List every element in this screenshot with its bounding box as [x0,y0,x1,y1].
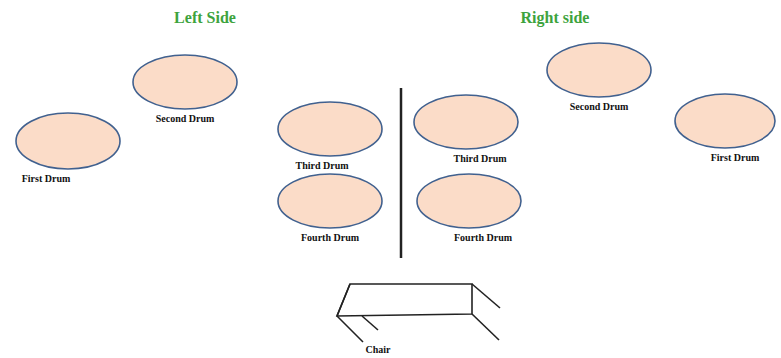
drum-node: Third Drum [278,102,382,172]
drum-circle [14,111,122,171]
side-title: Right side [521,8,590,28]
chair-label: Chair [366,344,391,356]
drum-label: Third Drum [270,160,374,172]
drum-circle [412,93,520,151]
drum-node: Fourth Drum [278,174,382,244]
drum-label: Fourth Drum [431,232,535,244]
drum-label: First Drum [685,152,781,164]
drum-circle [276,100,384,158]
drum-label: Third Drum [428,153,532,165]
drum-label: Second Drum [547,101,651,113]
drum-label: Second Drum [133,113,237,125]
divider-line [400,88,403,258]
chair-drawing [337,284,500,342]
drum-circle [415,172,523,230]
drum-label: Fourth Drum [278,232,382,244]
drum-node: First Drum [16,113,120,185]
drum-circle [673,92,777,150]
drum-node: Fourth Drum [417,174,521,244]
side-title: Left Side [174,8,236,28]
drum-label: First Drum [0,173,98,185]
drum-circle [276,172,384,230]
drum-circle [545,41,653,99]
drum-node: Second Drum [547,43,651,113]
drum-node: Second Drum [133,55,237,125]
drum-node: Third Drum [414,95,518,165]
drum-node: First Drum [675,94,775,164]
drum-circle [131,53,239,111]
